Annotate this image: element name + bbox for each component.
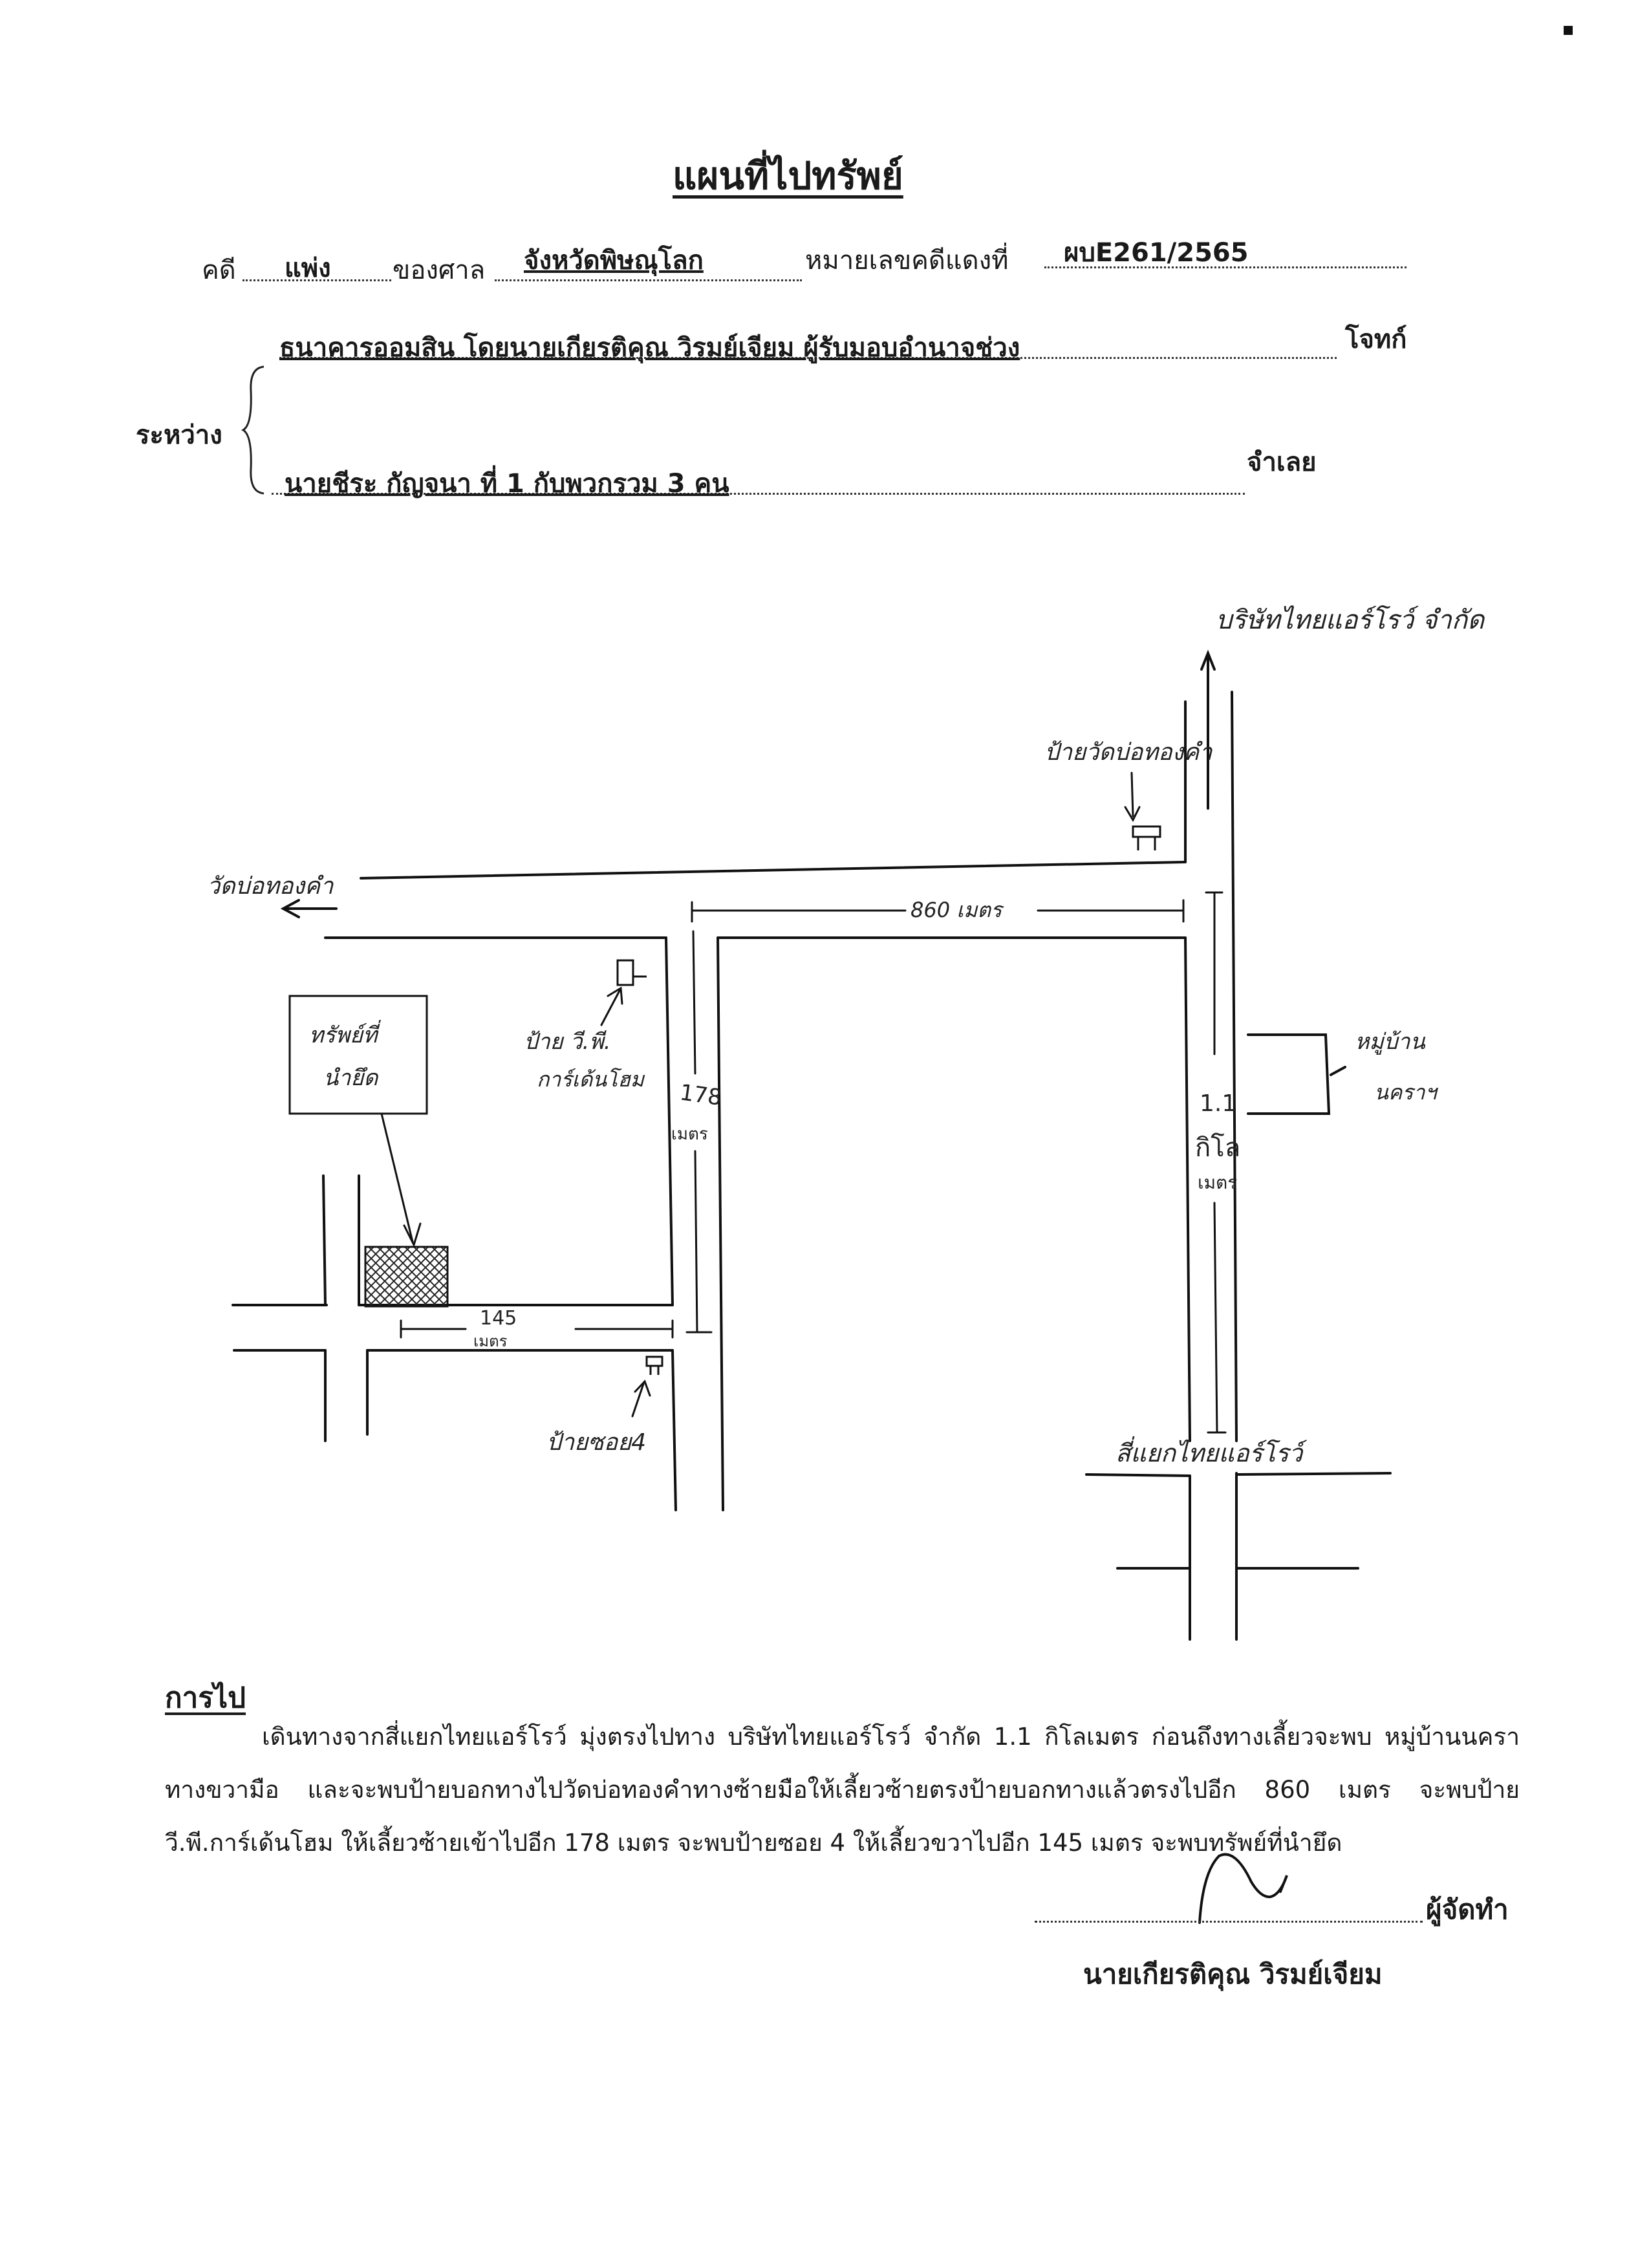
- intersection-label: สี่แยกไทยแอร์โรว์: [1116, 1436, 1308, 1467]
- company-label: บริษัทไทยแอร์โรว์ จำกัด: [1216, 605, 1485, 635]
- village-arrow: [1330, 1066, 1346, 1076]
- vp-sign-label-1: ป้าย วี.พี.: [524, 1029, 611, 1055]
- dist-145-unit: เมตร: [473, 1332, 508, 1350]
- case-no-label: หมายเลขคดีแดงที่: [805, 246, 1009, 275]
- directions-heading: การไป: [165, 1681, 246, 1714]
- dist-145-number: 145: [480, 1307, 517, 1330]
- dist-178-number: 178: [678, 1079, 724, 1111]
- soi-sign-icon: [645, 1355, 663, 1375]
- property-label-box: [288, 995, 428, 1115]
- page-title: แผนที่ไปทรัพย์: [673, 154, 903, 198]
- dim-178-lower: [694, 1150, 698, 1334]
- plaintiff-value: ธนาคารออมสิน โดยนายเกียรติคุณ วิรมย์เจีย…: [279, 333, 1020, 363]
- soi-sign-arrow: [631, 1383, 645, 1418]
- temple-sign-arrow: [1130, 772, 1134, 817]
- dist-11-unit-2: เมตร: [1198, 1172, 1237, 1193]
- property-pointer: [380, 1112, 414, 1243]
- village-block: [1247, 1033, 1331, 1115]
- soi-sign-label: ป้ายซอย4: [546, 1429, 646, 1456]
- vp-sign-arrow: [600, 989, 621, 1026]
- dim-11-lower: [1213, 1202, 1218, 1434]
- court-label: ของศาล: [393, 255, 486, 285]
- soi-road-left: [665, 936, 674, 1306]
- property-label-1: ทรัพย์ที่: [309, 1020, 381, 1048]
- defendant-line: [272, 493, 1245, 495]
- soi-road-left-lower: [671, 1349, 677, 1511]
- village-label-1: หมู่บ้าน: [1355, 1029, 1425, 1055]
- case-no-line: [1044, 266, 1406, 268]
- signature-role: ผู้จัดทำ: [1426, 1894, 1509, 1925]
- case-type-line: [242, 279, 391, 281]
- dim-178-upper: [692, 930, 696, 1075]
- property-plot: [364, 1246, 449, 1308]
- dist-11-number: 1.1: [1200, 1090, 1236, 1117]
- signer-name: นายเกียรติคุณ วิรมย์เจียม: [1083, 1958, 1383, 1990]
- dist-860-label: 860 เมตร: [911, 898, 1004, 922]
- signature-mark: [1198, 1853, 1288, 1924]
- directions-text: เดินทางจากสี่แยกไทยแอร์โรว์ มุ่งตรงไปทาง…: [165, 1723, 1520, 1857]
- plaintiff-role: โจทก์: [1345, 325, 1407, 354]
- case-type-value: แพ่ง: [285, 254, 331, 283]
- between-label: ระหว่าง: [136, 420, 222, 450]
- junction-road-top-right: [1235, 1472, 1392, 1476]
- village-label-2: นคราฯ: [1374, 1080, 1438, 1105]
- temple-sign-label: ป้ายวัดบ่อทองคำ: [1044, 739, 1213, 766]
- signature-line: [1035, 1921, 1423, 1923]
- dist-11-unit-1: กิโล: [1195, 1133, 1240, 1163]
- property-label-2: นำยึด: [323, 1065, 379, 1091]
- main-road-left-lower: [1184, 936, 1191, 1442]
- defendant-value: นายชีระ กัญจนา ที่ 1 กับพวกรวม 3 คน: [285, 469, 729, 499]
- vp-sign-label-2: การ์เด้นโฮม: [537, 1067, 645, 1092]
- far-left-road-left-upper: [322, 1174, 327, 1306]
- court-value: จังหวัดพิษณุโลก: [524, 246, 704, 275]
- route-map: บริษัทไทยแอร์โรว์ จำกัด ป้ายวัดบ่อทองคำ …: [207, 605, 1485, 1641]
- court-line: [495, 279, 802, 281]
- temple-road-top: [360, 861, 1187, 880]
- brace-icon: [241, 365, 264, 495]
- scan-mark: [1564, 26, 1573, 35]
- temple-label: วัดบ่อทองคำ: [207, 873, 334, 900]
- main-road-right-upper: [1231, 691, 1238, 1442]
- temple-arrow-head: [280, 899, 300, 918]
- junction-road-top-left: [1085, 1473, 1191, 1477]
- plaintiff-line: [279, 357, 1337, 359]
- case-label: คดี: [202, 255, 236, 285]
- temple-sign-icon: [1132, 825, 1161, 850]
- north-arrow-head: [1200, 649, 1216, 671]
- case-no-value: ผบE261/2565: [1064, 238, 1249, 268]
- soi-road-right: [717, 936, 724, 1511]
- defendant-role: จำเลย: [1247, 448, 1317, 477]
- dist-178-unit: เมตร: [671, 1125, 708, 1144]
- vp-sign-icon: [616, 959, 647, 986]
